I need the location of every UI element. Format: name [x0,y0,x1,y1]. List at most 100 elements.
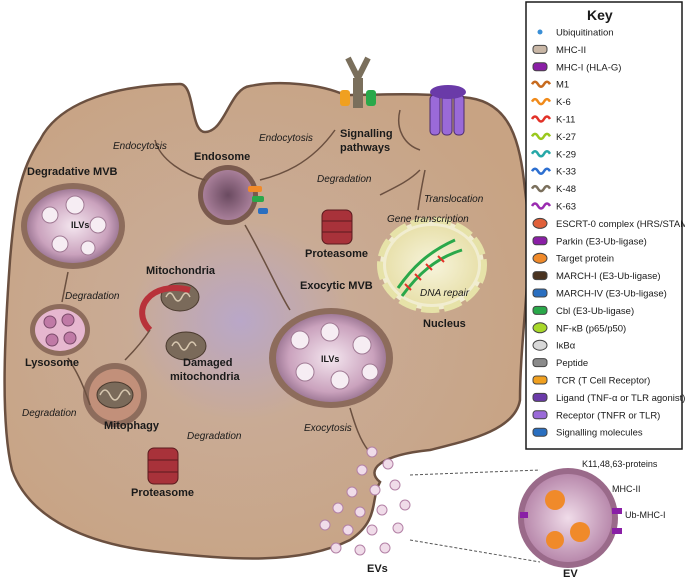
key-item: M1 [530,80,569,91]
chain-icon [530,167,552,175]
dot-icon [537,29,543,35]
label-ev-k-proteins: K11,48,63-proteins [582,459,658,469]
label-ev-mhc2: MHC-II [612,484,641,494]
label-exocytic-mvb: Exocytic MVB [300,280,373,292]
key-item-label: K-29 [556,149,576,160]
key-item: K-27 [530,132,576,143]
key-item-label: Ubiquitination [556,28,614,39]
peptide-icon [532,358,548,368]
march4-icon [532,288,548,298]
label-mitochondria: Mitochondria [146,265,216,277]
mitophagy-vesicle [83,363,147,427]
key-item-label: Ligand (TNF-α or TLR agonist) [556,393,685,404]
key-item: K-48 [530,184,576,195]
march1-icon [532,271,548,281]
key-item-label: MARCH-I (E3-Ub-ligase) [556,271,661,282]
target-icon [532,252,548,264]
lysosome [30,304,90,356]
chain-icon [530,97,552,106]
label-evs: EVs [367,563,388,575]
key-item: Peptide [532,358,588,369]
label-ilvs-top: ILVs [71,220,89,230]
label-proteasome-top: Proteasome [305,248,368,260]
receptor-complex [429,85,466,136]
ev-detail [409,468,622,568]
cell-membrane [3,81,530,560]
key-item-label: TCR (T Cell Receptor) [556,376,650,387]
key-item-label: K-6 [556,97,571,108]
label-signalling: Signalling [340,128,393,140]
label-endocytosis-right: Endocytosis [259,133,313,144]
chain-icon [530,150,552,158]
mitochondria [139,282,207,361]
mhc1-icon [532,62,548,72]
label-damaged: Damaged [183,357,233,369]
key-item-label: K-27 [556,132,576,143]
tcr-icon [532,375,548,385]
key-item-label: ESCRT-0 complex (HRS/STAM1) [556,219,685,230]
key-item: ESCRT-0 complex (HRS/STAM1) [532,217,685,230]
key-item-label: Peptide [556,358,588,369]
key-item-label: Parkin (E3-Ub-ligase) [556,236,647,247]
key-item: Ubiquitination [537,28,614,39]
key-item-label: Signalling molecules [556,428,643,439]
key-item: Ligand (TNF-α or TLR agonist) [532,392,685,404]
ikb-icon [532,339,548,351]
chain-icon [530,184,552,193]
key-panel [525,1,683,450]
key-item: Parkin (E3-Ub-ligase) [532,236,647,247]
key-item-label: Cbl (E3-Ub-ligase) [556,306,634,317]
tcr-complex [340,56,376,108]
label-mitophagy: Mitophagy [104,420,160,432]
chain-icon [530,80,552,88]
key-item: MHC-II [532,44,586,56]
cbl-icon [532,305,548,315]
key-item: K-63 [530,202,576,213]
label-exocytosis: Exocytosis [304,423,352,434]
parkin-icon [532,236,548,246]
label-ilvs-exo: ILVs [321,354,339,364]
label-ev: EV [563,568,578,580]
key-item-label: Target protein [556,254,614,265]
key-item: Target protein [532,252,614,265]
key-item-label: IκBα [556,341,576,352]
key-item: MHC-I (HLA-G) [532,62,621,73]
key-title: Key [587,7,613,23]
label-degradation-mito: Degradation [22,408,77,419]
receptor-icon [532,410,548,420]
chain-icon [530,132,552,141]
key-item: K-29 [530,149,576,160]
key-item-label: Receptor (TNFR or TLR) [556,410,660,421]
proteasome-bottom [147,447,179,485]
label-ev-ub-mhc1: Ub-MHC-I [625,510,666,520]
exocytic-mvb [269,308,393,408]
nfkb-icon [532,322,548,334]
key-item-label: K-11 [556,115,575,126]
degradative-mvb [21,183,125,269]
chain-icon [530,115,552,123]
label-degradative-mvb: Degradative MVB [27,166,118,178]
label-gene-transcription: Gene transcription [387,214,469,225]
label-proteasome-bottom: Proteasome [131,487,194,499]
key-item: K-6 [530,97,571,108]
label-degradation-bottom: Degradation [187,431,242,442]
label-nucleus: Nucleus [423,318,466,330]
key-item: K-33 [530,167,576,178]
key-item-label: K-48 [556,184,576,195]
label-dna-repair: DNA repair [420,288,470,299]
proteasome-top [321,209,353,245]
ev-cloud [319,446,411,556]
key-item: MARCH-IV (E3-Ub-ligase) [532,288,667,300]
label-degradation-endo: Degradation [317,174,372,185]
escrt-icon [532,217,548,229]
key-item: Receptor (TNFR or TLR) [532,410,660,421]
label-endocytosis-left: Endocytosis [113,141,167,152]
endosome [198,165,268,225]
key-item-label: MHC-II [556,45,586,56]
key-item-label: MHC-I (HLA-G) [556,62,621,73]
signalling-icon [532,427,548,437]
key-item: MARCH-I (E3-Ub-ligase) [532,271,661,282]
label-translocation: Translocation [424,194,484,205]
mhc2-icon [532,44,548,54]
